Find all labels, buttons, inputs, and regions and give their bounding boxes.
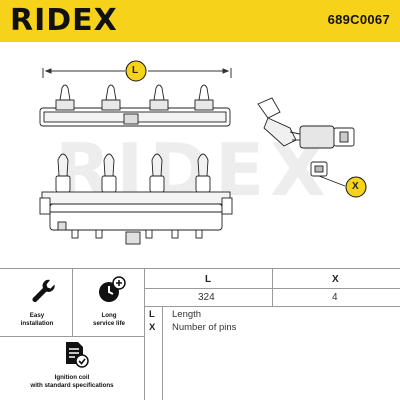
- product-drawing: RIDEX: [0, 42, 400, 268]
- dimension-l-text: L: [132, 65, 139, 76]
- brand-logo: RIDEX: [10, 3, 118, 38]
- legend-key-x: X: [149, 322, 156, 333]
- info-table: [0, 268, 400, 400]
- column-header-l: L: [205, 274, 212, 285]
- divider: [0, 336, 144, 337]
- wrench-icon: [32, 279, 55, 302]
- divider: [0, 268, 400, 269]
- connector-x-text: X: [352, 181, 359, 192]
- feature-label-standard-specs: Ignition coil with standard specificatio…: [30, 374, 114, 389]
- divider: [144, 306, 400, 307]
- coil-top-view: [39, 84, 231, 127]
- column-header-x: X: [332, 274, 339, 285]
- connector-side-view: [257, 97, 355, 149]
- document-check-icon: [66, 342, 89, 368]
- connector-x-icon: [310, 161, 346, 187]
- feature-label-easy-installation: Easy installation: [20, 312, 54, 327]
- divider: [72, 268, 73, 336]
- part-number: 689C0067: [327, 12, 390, 27]
- coil-front-view: [39, 153, 233, 245]
- feature-label-long-service-life: Long service life: [93, 312, 125, 327]
- legend-text-length: Length: [172, 309, 202, 320]
- divider: [144, 268, 145, 400]
- legend-text-pins: Number of pins: [172, 322, 237, 333]
- dimension-l-badge: [125, 60, 147, 82]
- dimension-l-line: [42, 68, 232, 78]
- brand-header: RIDEX 689C0067: [0, 0, 400, 42]
- connector-x-badge: [345, 176, 367, 198]
- value-l: 324: [198, 292, 215, 303]
- value-x: 4: [332, 292, 338, 303]
- legend-key-l: L: [149, 309, 155, 320]
- clock-plus-icon: [99, 276, 126, 302]
- divider: [162, 306, 163, 400]
- divider: [272, 268, 273, 306]
